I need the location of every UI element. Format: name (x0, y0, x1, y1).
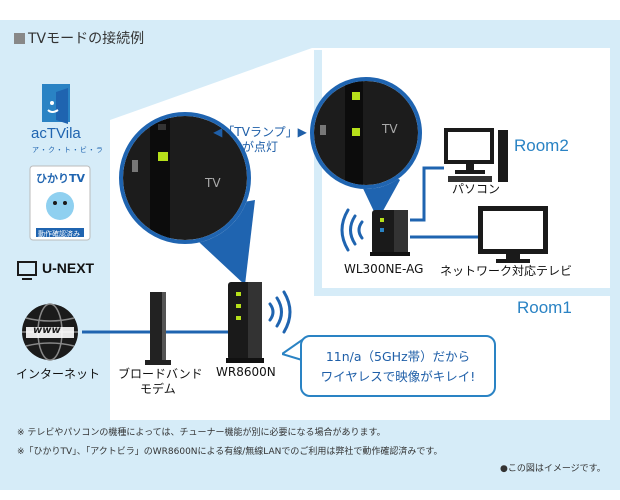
zoom-tv-label-wl: TV (382, 122, 398, 136)
unext-logo-text: U-NEXT (42, 260, 95, 276)
footnote-2: ※「ひかりTV」、「アクトビラ」のWR8600Nによる有線/無線LANでのご利用… (17, 447, 443, 457)
wireless-line2: ワイヤレスで映像がキレイ! (320, 369, 476, 384)
room2-label: Room2 (514, 136, 569, 155)
wifi-icon-wr (268, 290, 292, 334)
zoom-circle-wl300ne (310, 77, 422, 189)
unext-tv-icon (17, 261, 37, 280)
hikaritv-badge: 動作確認済み (38, 230, 80, 238)
hikaritv-logo-text: ひかりTV (36, 172, 86, 185)
network-tv-icon (478, 206, 548, 263)
zoom-circle-wr8600n (119, 112, 251, 244)
page-title: TVモードの接続例 (14, 28, 144, 48)
wireless-line1: 11n/a（5GHz帯）だから (325, 349, 471, 364)
tv-lamp-line1: ◀「TVランプ」▶ (213, 125, 307, 139)
wr8600n-label: WR8600N (216, 365, 276, 379)
modem-label-line2: モデム (140, 382, 176, 396)
actvila-logo-icon (42, 84, 70, 124)
wifi-icon-wl (340, 208, 364, 252)
wl300ne-router-icon (370, 210, 410, 256)
pc-label: パソコン (452, 182, 501, 196)
actvila-kana: ア・ク・ト・ビ・ラ (32, 146, 104, 154)
modem-icon (145, 292, 171, 365)
tv-lamp-line2: が点灯 (241, 140, 278, 154)
internet-globe-text: www (33, 325, 61, 336)
pc-icon (444, 128, 508, 182)
tv-lamp-icon (158, 152, 168, 161)
internet-label: インターネット (16, 367, 101, 381)
image-note: ●この図はイメージです。 (500, 464, 606, 474)
actvila-logo-text: acTVila (31, 125, 81, 142)
wireless-callout: 11n/a（5GHz帯）だから ワイヤレスで映像がキレイ! (300, 335, 496, 397)
wl300ne-label: WL300NE-AG (344, 262, 424, 276)
hikaritv-logo-icon (29, 165, 91, 241)
tv-lamp-callout: ◀「TVランプ」▶ が点灯 (200, 125, 320, 155)
modem-label-line1: ブロードバンド (118, 367, 203, 381)
footnote-1: ※ テレビやパソコンの機種によっては、チューナー機能が別に必要になる場合がありま… (17, 428, 386, 438)
room1-label: Room1 (517, 298, 572, 317)
wr8600n-router-icon (226, 282, 264, 363)
network-tv-label: ネットワーク対応テレビ (440, 264, 573, 278)
internet-globe-icon (22, 303, 78, 361)
zoom-tv-label-wr: TV (205, 176, 221, 190)
